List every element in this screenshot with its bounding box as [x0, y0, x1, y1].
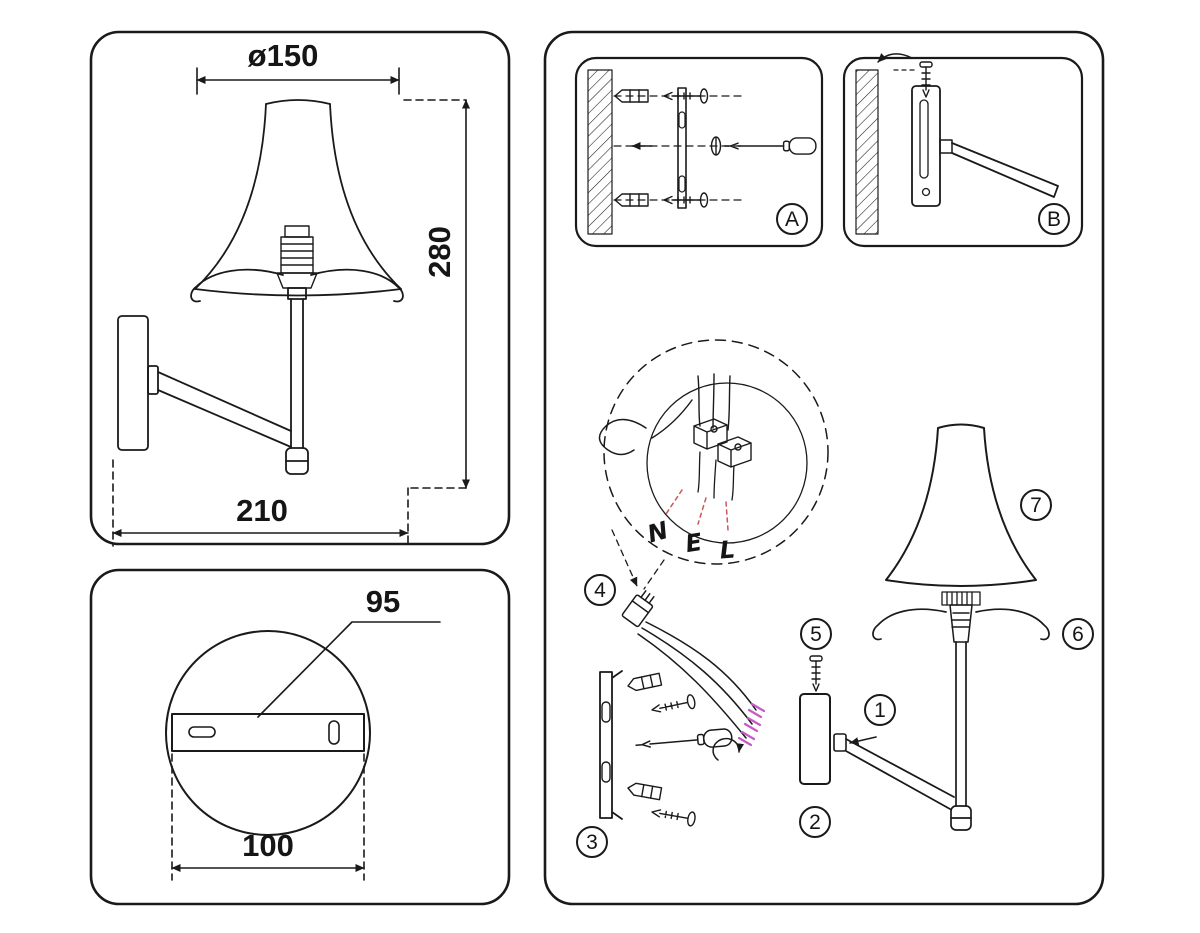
part-number-1: 1	[874, 699, 886, 722]
step-b-border	[842, 56, 1084, 248]
connector-wires	[637, 621, 757, 739]
mounting-bar	[171, 713, 365, 752]
bracket-strip	[599, 670, 623, 820]
wall-hatch-a	[587, 69, 613, 235]
arm-b	[951, 142, 1059, 198]
screw-top-icon	[919, 61, 933, 98]
slot-left	[188, 726, 216, 738]
wall-anchor-icon	[626, 781, 663, 801]
panel-front-view-border	[89, 30, 511, 546]
part-2-cover: 2	[799, 693, 831, 838]
wiring-detail: N E L	[598, 339, 829, 590]
bracket-edge-view	[677, 87, 687, 209]
decorative-arms	[190, 268, 404, 303]
shade-7-outline	[885, 423, 1037, 587]
step-a-panel: A	[574, 56, 824, 248]
knurled-ring	[941, 591, 981, 606]
base-outline-circle	[646, 382, 808, 544]
dim-width-label: 210	[236, 493, 288, 528]
dim-height-label: 280	[422, 226, 457, 278]
screwdriver-icon	[723, 137, 817, 155]
part-number-3: 3	[586, 831, 598, 854]
part-number-6: 6	[1072, 623, 1084, 646]
panel-base-view-border	[89, 568, 511, 906]
rotate-arrow-b	[877, 53, 913, 63]
wire-end-ferrules	[737, 702, 766, 747]
dim-plate-label: 100	[242, 828, 294, 863]
wire-label-n: N	[644, 516, 671, 548]
part-7-shade: 7	[885, 423, 1052, 587]
holder-arms	[872, 608, 1050, 641]
wire-letter-leaders	[665, 489, 729, 531]
dim-height: 280	[403, 99, 470, 547]
artwork: ø150 280 210 95	[89, 30, 1105, 906]
shade-outline	[194, 99, 402, 297]
dim-hole-spacing: 95	[257, 584, 441, 718]
panel-assembly-border	[543, 30, 1105, 906]
step-label-b: B	[1047, 208, 1061, 231]
base-plate-circle	[165, 630, 371, 836]
screw-icon	[649, 693, 697, 718]
insert-arrow-1	[849, 736, 877, 745]
socket-body	[949, 604, 973, 643]
part-number-4: 4	[594, 579, 606, 602]
part-3-bracket: 3	[576, 670, 734, 858]
part-badge-7: 7	[1020, 489, 1052, 521]
arm-lines-1	[845, 738, 955, 810]
part-1-arm: 1	[833, 694, 955, 810]
terminal-blocks	[693, 418, 752, 501]
connector-block	[621, 590, 655, 628]
panel-assembly: A	[543, 30, 1105, 906]
part-badge-2: 2	[799, 806, 831, 838]
step-badge-b: B	[1038, 203, 1070, 235]
stem	[285, 287, 309, 475]
slot-right	[328, 720, 340, 745]
part-5-screw: 5	[800, 618, 832, 692]
cover-plate	[799, 693, 831, 785]
screw-icon	[650, 804, 697, 828]
holder-stem	[950, 641, 972, 831]
part-badge-3: 3	[576, 826, 608, 858]
dim-plate-width: 100	[171, 753, 365, 881]
part-badge-6: 6	[1062, 618, 1094, 650]
supply-wires	[651, 373, 731, 439]
cable-hook-icon	[598, 418, 647, 456]
part-6-holder: 6	[872, 591, 1094, 831]
arm-joint-b	[939, 139, 953, 154]
dim-diameter-label: ø150	[248, 38, 319, 73]
part-4-connector: 4	[584, 574, 766, 761]
wire-label-e: E	[683, 528, 704, 558]
part-number-2: 2	[809, 811, 821, 834]
step-label-a: A	[785, 208, 799, 231]
lamp-socket	[276, 225, 318, 289]
part-badge-5: 5	[800, 618, 832, 650]
dim-width: 210	[112, 459, 409, 547]
dim-diameter: ø150	[196, 38, 400, 95]
screw-head-on-icon	[710, 136, 722, 156]
screw-vertical-icon	[809, 655, 823, 692]
part-number-5: 5	[810, 623, 822, 646]
part-badge-1: 1	[864, 694, 896, 726]
step-badge-a: A	[776, 203, 808, 235]
part-badge-4: 4	[584, 574, 616, 606]
wall-hatch-b	[855, 69, 879, 235]
step-b-panel: B	[842, 53, 1084, 248]
wire-label-l: L	[719, 536, 736, 565]
detail-pointer-lines	[611, 529, 665, 590]
bracket-plate-b	[911, 85, 941, 207]
arm-joint-1	[833, 733, 847, 752]
panel-front-view: ø150 280 210	[89, 30, 511, 547]
part-number-7: 7	[1030, 494, 1042, 517]
panel-base-view: 95 100	[89, 568, 511, 906]
wall-anchor-icon	[626, 672, 663, 693]
step-a-border	[574, 56, 824, 248]
detail-zoom-circle	[603, 339, 829, 565]
dim-hole-label: 95	[366, 584, 400, 619]
wall-mount-arm	[117, 315, 292, 451]
twist-arrow-icon	[712, 737, 745, 761]
